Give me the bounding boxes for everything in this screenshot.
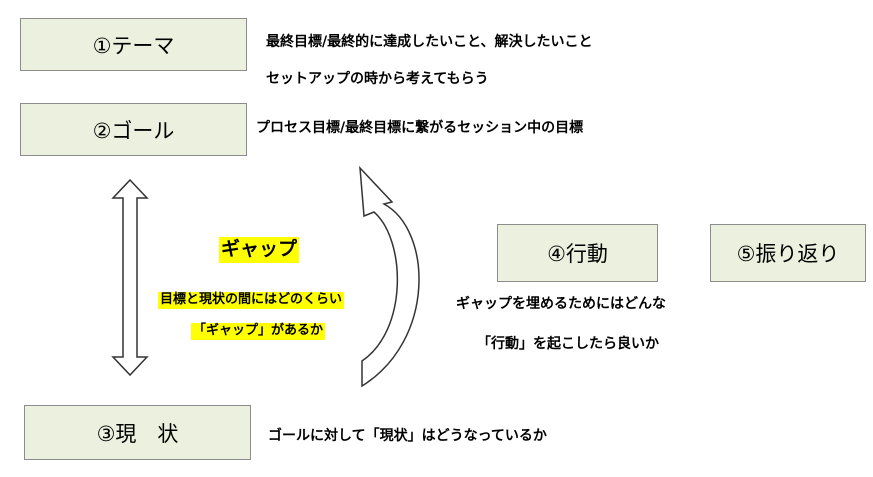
current-box: ③現 状 <box>24 405 251 460</box>
gap-title: ギャップ <box>219 237 300 263</box>
theme-note-line2: セットアップの時から考えてもらう <box>266 71 489 87</box>
theme-label: ①テーマ <box>92 33 175 58</box>
gap-line2: 「ギャップ」があるか <box>191 323 326 340</box>
action-label: ④行動 <box>547 242 608 266</box>
gap-line1: 目標と現状の間にはどのくらい <box>158 292 345 309</box>
theme-box: ①テーマ <box>20 18 247 71</box>
review-label: ⑤振り返り <box>736 242 840 266</box>
action-note-line1: ギャップを埋めるためにはどんな <box>456 296 666 312</box>
goal-note: プロセス目標/最終目標に繋がるセッション中の目標 <box>256 120 584 136</box>
current-note: ゴールに対して「現状」はどうなっているか <box>268 428 547 444</box>
goal-label: ②ゴール <box>92 118 175 143</box>
action-note-line2: 「行動」を起こしたら良いか <box>477 336 659 352</box>
curved-arrow-icon <box>359 165 420 388</box>
current-label: ③現 状 <box>96 421 179 446</box>
review-box: ⑤振り返り <box>710 224 866 282</box>
theme-note-line1: 最終目標/最終的に達成したいこと、解決したいこと <box>266 34 593 50</box>
goal-box: ②ゴール <box>20 103 247 156</box>
double-arrow-icon <box>111 178 149 377</box>
action-box: ④行動 <box>497 224 658 282</box>
